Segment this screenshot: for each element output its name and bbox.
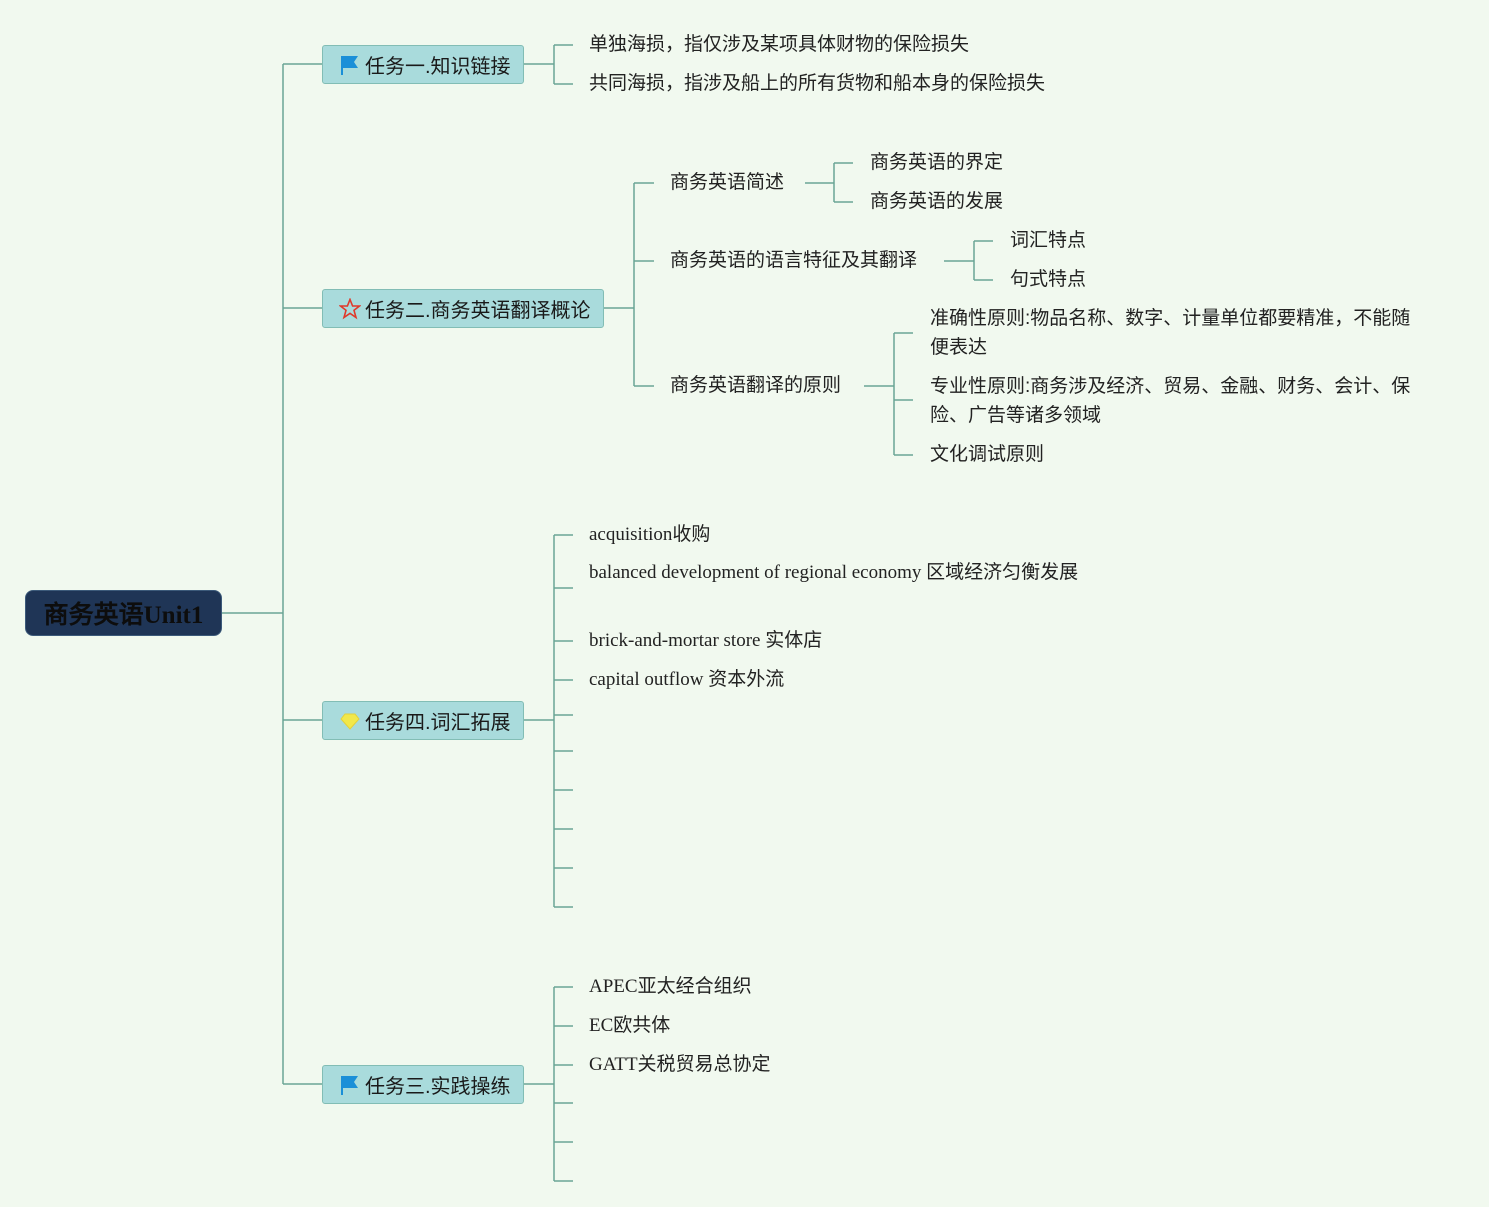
task3-item[interactable]: EC欧共体 bbox=[589, 1015, 671, 1036]
task4-item[interactable]: balanced development of regional economy… bbox=[589, 562, 1079, 583]
task3-item[interactable]: APEC亚太经合组织 bbox=[589, 976, 752, 997]
task4-item[interactable]: brick-and-mortar store 实体店 bbox=[589, 630, 823, 651]
diamond-icon bbox=[340, 713, 360, 730]
root-node[interactable]: 商务英语Unit1 bbox=[25, 590, 222, 636]
flag-icon bbox=[341, 1075, 358, 1095]
task1-node[interactable]: 任务一.知识链接 bbox=[322, 45, 524, 84]
task2-sub1-item[interactable]: 商务英语的发展 bbox=[870, 191, 1004, 212]
task2-sub3[interactable]: 商务英语翻译的原则 bbox=[670, 375, 842, 396]
root-label: 商务英语Unit1 bbox=[43, 602, 204, 629]
task2-sub1[interactable]: 商务英语简述 bbox=[670, 172, 785, 193]
task4-item[interactable]: acquisition收购 bbox=[589, 524, 711, 545]
task2-sub3-item[interactable]: 文化调试原则 bbox=[930, 444, 1045, 465]
task2-label: 任务二.商务英语翻译概论 bbox=[365, 300, 591, 322]
task2-sub2-item[interactable]: 词汇特点 bbox=[1010, 230, 1087, 251]
flag-icon bbox=[341, 55, 358, 75]
task1-item[interactable]: 单独海损，指仅涉及某项具体财物的保险损失 bbox=[589, 34, 970, 55]
task4-item[interactable]: capital outflow 资本外流 bbox=[589, 669, 785, 690]
task2-sub3-item[interactable]: 准确性原则:物品名称、数字、计量单位都要精准，不能随便表达 bbox=[930, 308, 1411, 358]
task1-item[interactable]: 共同海损，指涉及船上的所有货物和船本身的保险损失 bbox=[589, 73, 1046, 94]
task4-label: 任务四.词汇拓展 bbox=[365, 712, 511, 734]
task3-label: 任务三.实践操练 bbox=[365, 1076, 511, 1098]
task2-sub2[interactable]: 商务英语的语言特征及其翻译 bbox=[670, 250, 918, 271]
star-icon bbox=[339, 297, 361, 319]
task3-item[interactable]: GATT关税贸易总协定 bbox=[589, 1054, 771, 1075]
task1-label: 任务一.知识链接 bbox=[365, 56, 511, 78]
task2-sub1-item[interactable]: 商务英语的界定 bbox=[870, 152, 1004, 173]
task2-node[interactable]: 任务二.商务英语翻译概论 bbox=[322, 289, 604, 328]
task3-node[interactable]: 任务三.实践操练 bbox=[322, 1065, 524, 1104]
task2-sub3-item[interactable]: 专业性原则:商务涉及经济、贸易、金融、财务、会计、保险、广告等诸多领域 bbox=[930, 376, 1411, 426]
task4-node[interactable]: 任务四.词汇拓展 bbox=[322, 701, 524, 740]
task2-sub2-item[interactable]: 句式特点 bbox=[1010, 269, 1087, 290]
